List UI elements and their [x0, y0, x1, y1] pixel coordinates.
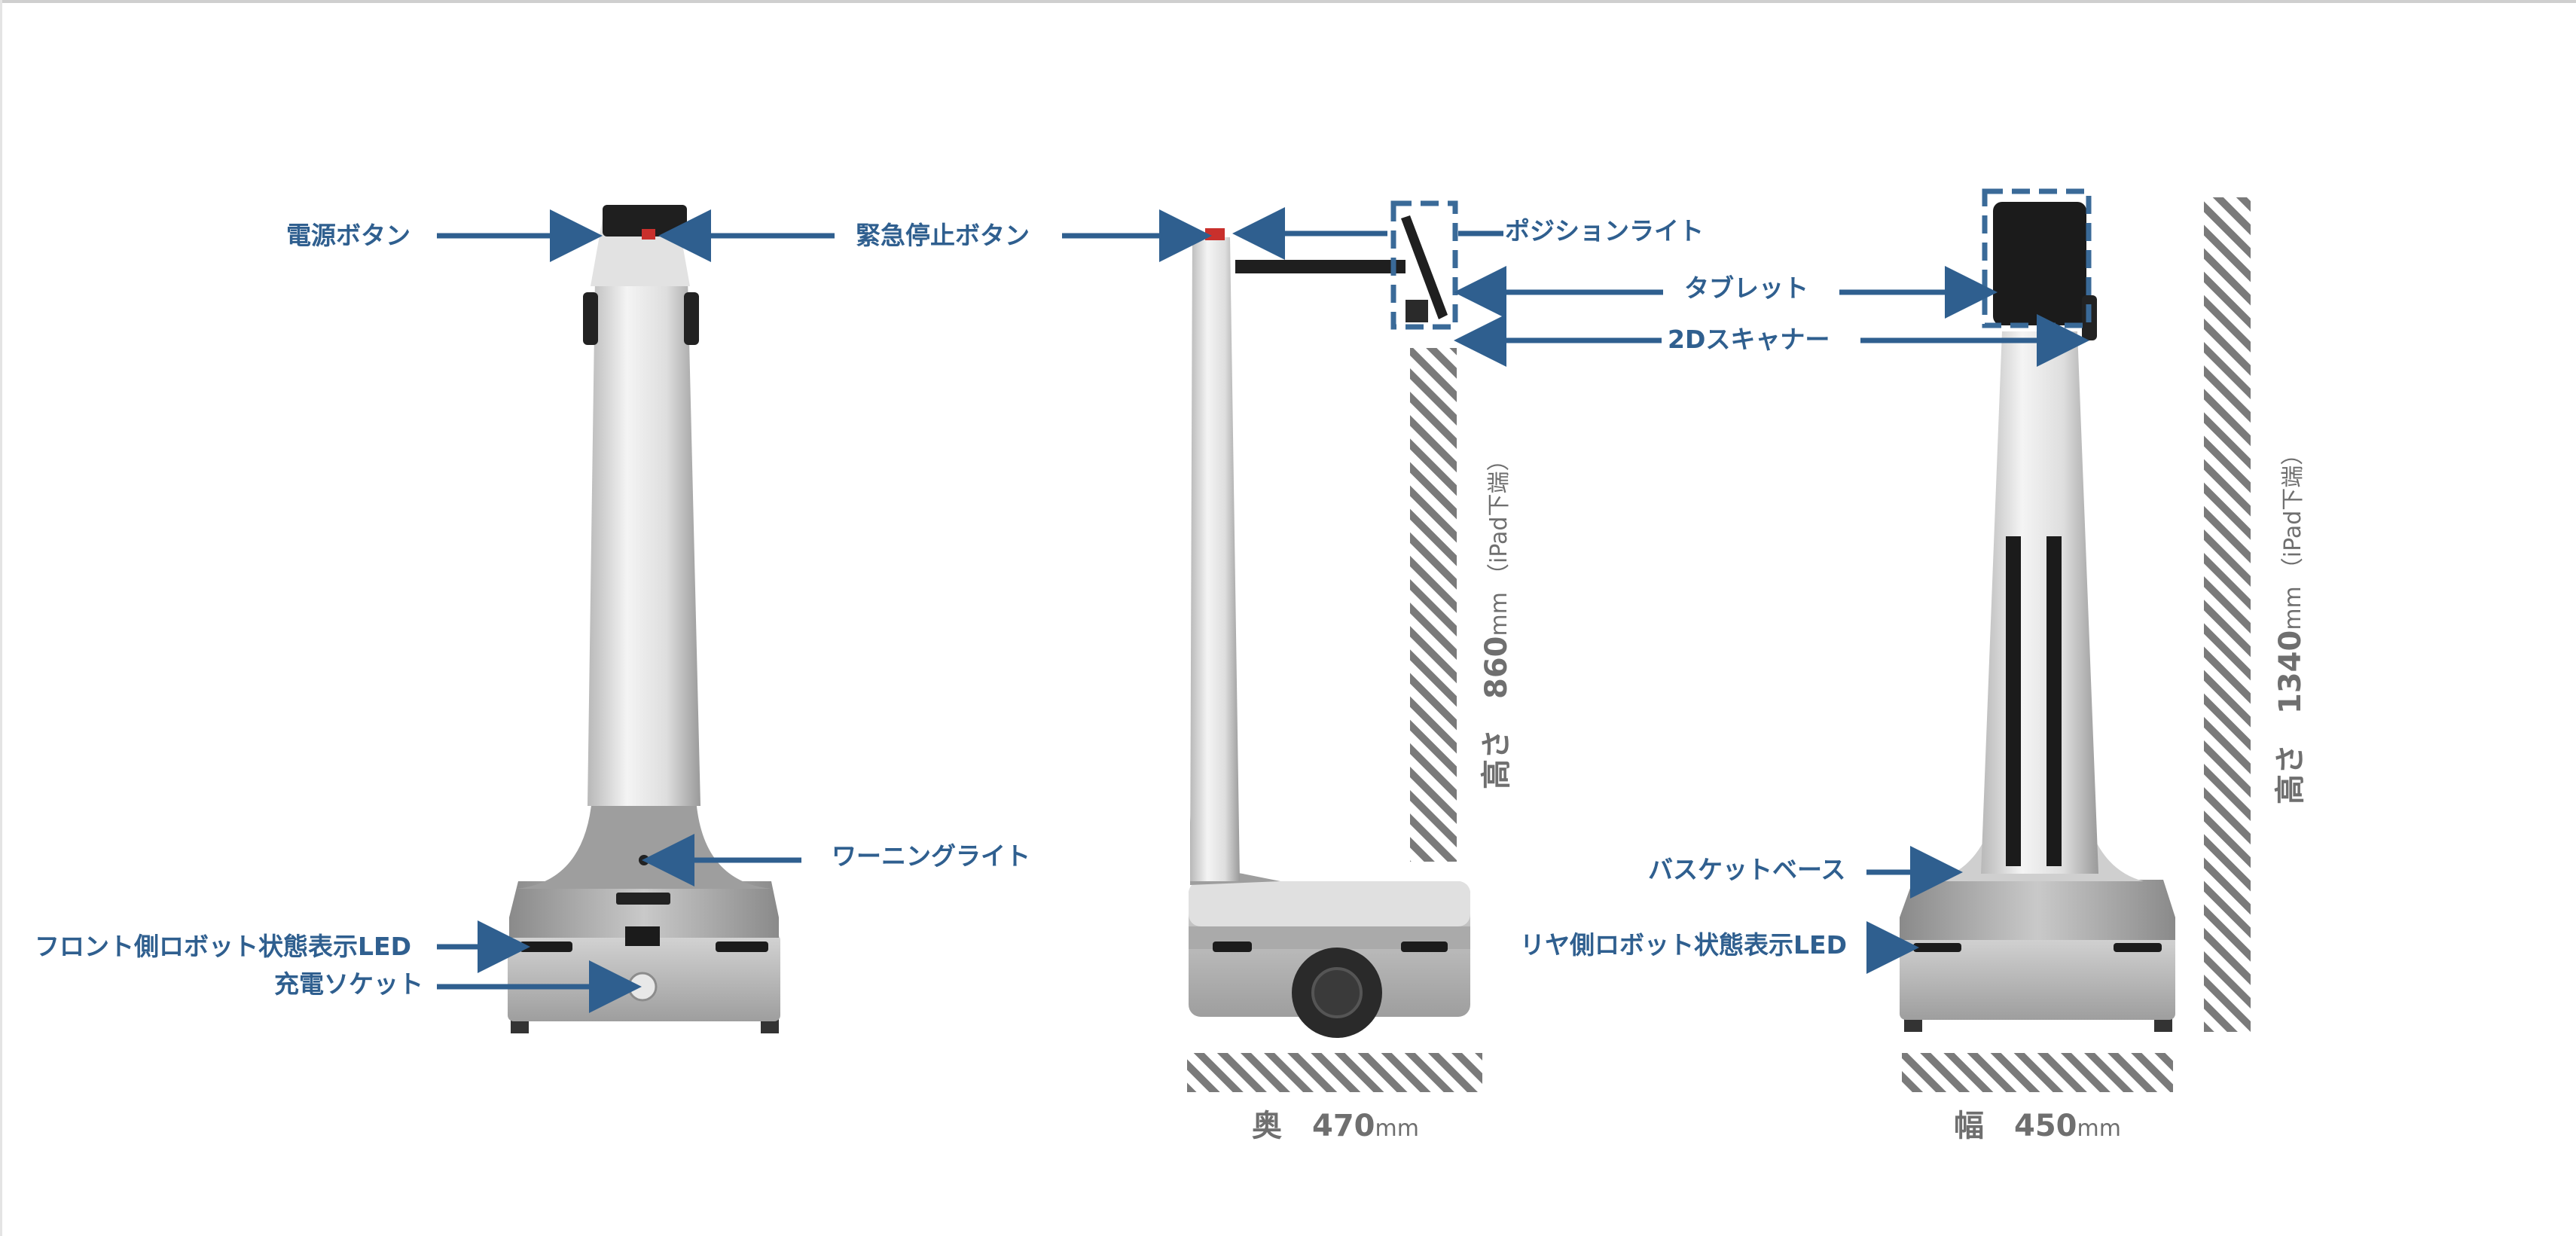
label-tablet: タブレット: [1684, 273, 1808, 303]
depth-value: 470: [1312, 1109, 1375, 1143]
rear-view-robot: [1900, 202, 2175, 1032]
depth-unit: mm: [1375, 1115, 1419, 1142]
width-value: 450: [2014, 1109, 2077, 1143]
label-basket-base: バスケットベース: [1648, 855, 1845, 884]
label-position-light: ポジションライト: [1505, 216, 1704, 246]
depth-label: 奥: [1252, 1109, 1282, 1143]
width-label: 幅: [1954, 1109, 1984, 1143]
width-unit: mm: [2077, 1115, 2121, 1142]
height-860-value: 860: [1479, 636, 1514, 700]
height-1340-bar: [2204, 197, 2251, 1032]
height-1340-unit: mm: [2280, 586, 2306, 630]
depth-dimension: 奥 470mm: [1252, 1109, 1419, 1143]
height-1340-label: 高さ: [2273, 744, 2308, 804]
height-860-label: 高さ: [1479, 729, 1514, 789]
height-860-note: （iPad下端）: [1486, 449, 1512, 587]
label-power-button: 電源ボタン: [286, 221, 411, 250]
front-view-robot: [508, 205, 780, 1033]
height-860-dimension: 高さ 860mm （iPad下端）: [1479, 449, 1514, 789]
height-860-unit: mm: [1486, 592, 1512, 636]
top-border: [0, 0, 2576, 3]
side-view-robot: [1189, 215, 1470, 1038]
height-860-bar: [1410, 348, 1457, 862]
label-emergency-stop: 緊急停止ボタン: [856, 221, 1030, 250]
height-1340-dimension: 高さ 1340mm （iPad下端）: [2273, 443, 2308, 804]
depth-470-bar: [1187, 1053, 1482, 1092]
width-dimension: 幅 450mm: [1954, 1109, 2121, 1143]
width-450-bar: [1902, 1053, 2173, 1092]
label-2d-scanner: 2Dスキャナー: [1668, 325, 1830, 354]
left-border: [0, 0, 2, 1236]
label-front-led: フロント側ロボット状態表示LED: [35, 932, 411, 961]
height-1340-value: 1340: [2273, 630, 2308, 714]
height-1340-note: （iPad下端）: [2280, 443, 2306, 581]
label-warning-light: ワーニングライト: [832, 841, 1030, 871]
label-rear-led: リヤ側ロボット状態表示LED: [1520, 930, 1847, 960]
tablet-highlight-box-rear: [1982, 188, 2092, 328]
tablet-highlight-box-side: [1390, 200, 1458, 330]
label-charge-socket: 充電ソケット: [274, 969, 423, 999]
